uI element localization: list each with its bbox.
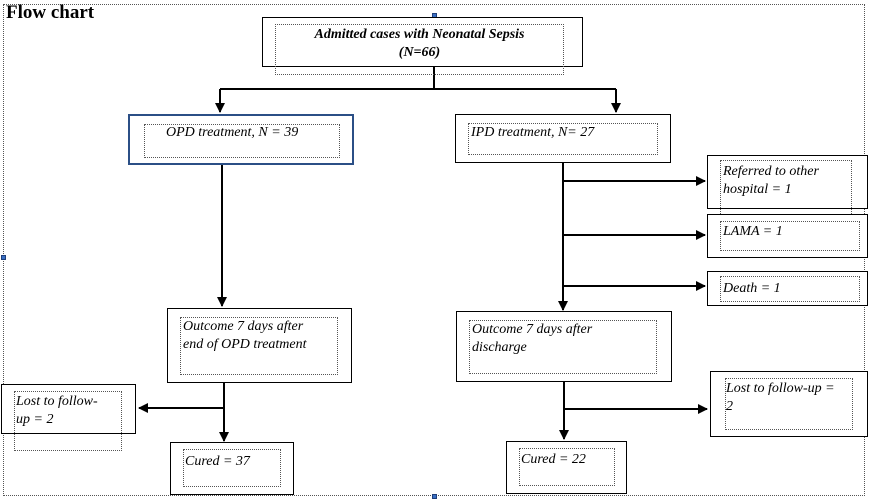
opd-label: OPD treatment, N = 39 (166, 125, 299, 140)
lost-right-textframe (725, 378, 853, 430)
lost-right-label: Lost to follow-up = 2 (726, 381, 835, 414)
death-textframe (720, 276, 860, 302)
chart-title: Flow chart (6, 2, 95, 23)
opd-textframe (144, 124, 340, 158)
death-label: Death = 1 (723, 281, 781, 296)
cured-left-box[interactable]: Cured = 37 (170, 442, 294, 495)
resize-handle-bottom[interactable] (432, 494, 437, 499)
ipd-outcome-label: Outcome 7 days after discharge (472, 322, 593, 355)
ipd-treatment-box[interactable]: IPD treatment, N= 27 (455, 114, 671, 163)
resize-handle-left[interactable] (1, 255, 6, 260)
lama-label: LAMA = 1 (723, 224, 783, 239)
referred-label: Referred to other hospital = 1 (723, 164, 819, 197)
lama-textframe (720, 221, 860, 251)
cured-right-box[interactable]: Cured = 22 (506, 441, 627, 494)
admitted-textframe (275, 24, 564, 75)
cured-right-label: Cured = 22 (521, 452, 586, 467)
lost-left-label: Lost to follow- up = 2 (16, 394, 98, 427)
referred-box[interactable]: Referred to other hospital = 1 (707, 155, 868, 216)
lost-right-box[interactable]: Lost to follow-up = 2 (710, 371, 868, 437)
admitted-label: Admitted cases with Neonatal Sepsis (N=6… (314, 27, 525, 60)
admitted-box[interactable]: Admitted cases with Neonatal Sepsis (N=6… (262, 17, 583, 75)
lost-left-textframe (14, 391, 122, 451)
opd-outcome-textframe (180, 317, 338, 375)
ipd-textframe (468, 123, 658, 155)
cured-left-label: Cured = 37 (185, 454, 250, 469)
opd-outcome-box[interactable]: Outcome 7 days after end of OPD treatmen… (167, 308, 352, 383)
cured-left-textframe (183, 449, 281, 487)
opd-treatment-box[interactable]: OPD treatment, N = 39 (128, 114, 354, 165)
ipd-outcome-textframe (469, 320, 657, 374)
death-box[interactable]: Death = 1 (707, 271, 868, 306)
ipd-outcome-box[interactable]: Outcome 7 days after discharge (456, 311, 672, 382)
lama-box[interactable]: LAMA = 1 (707, 214, 868, 258)
cured-right-textframe (519, 448, 615, 486)
opd-outcome-label: Outcome 7 days after end of OPD treatmen… (183, 319, 307, 352)
ipd-label: IPD treatment, N= 27 (471, 125, 595, 140)
lost-left-box[interactable]: Lost to follow- up = 2 (1, 384, 136, 451)
